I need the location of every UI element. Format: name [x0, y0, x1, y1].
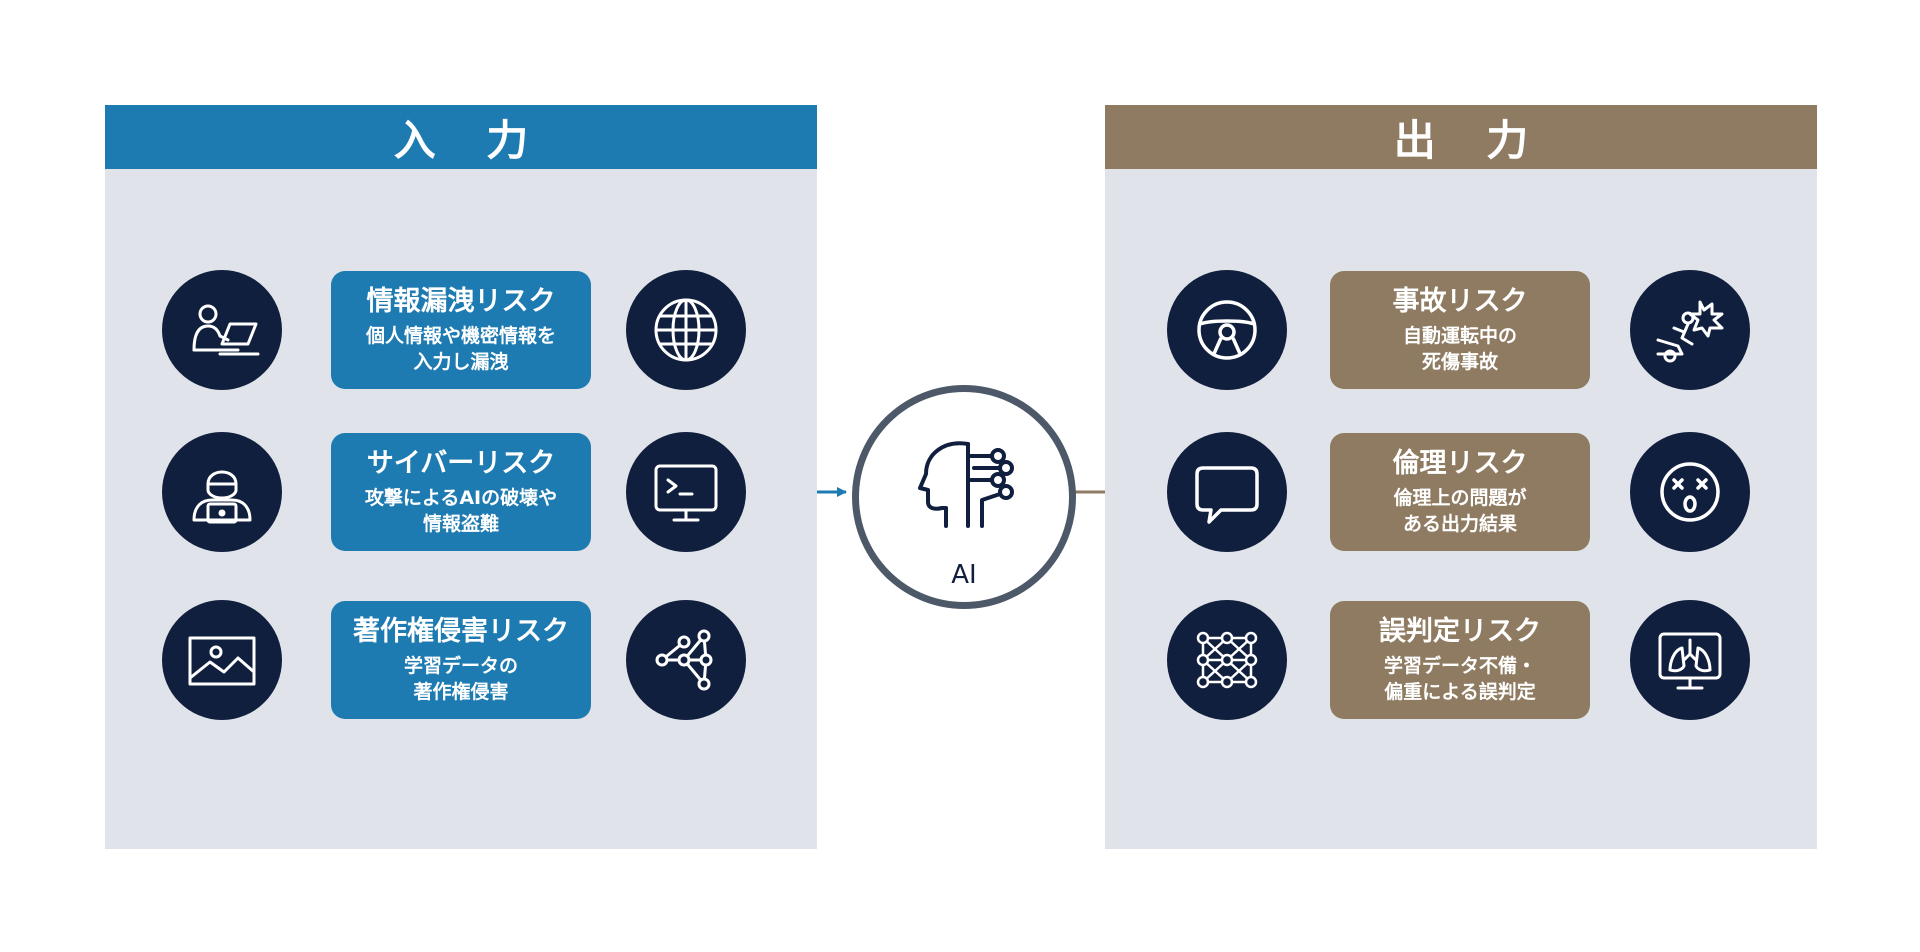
shocked-face-icon [1630, 432, 1750, 552]
ai-label: AI [951, 560, 977, 590]
risk-title: 事故リスク [1392, 286, 1528, 317]
output-panel-title: 出 力 [1105, 105, 1817, 169]
risk-description: 学習データの 著作権侵害 [403, 655, 518, 703]
risk-box-ethics: 倫理リスク 倫理上の問題が ある出力結果 [1330, 433, 1590, 551]
steering-wheel-icon [1167, 270, 1287, 390]
hacker-icon [162, 432, 282, 552]
risk-box-copyright: 著作権侵害リスク 学習データの 著作権侵害 [331, 601, 591, 719]
risk-title: 誤判定リスク [1379, 616, 1541, 647]
risk-box-cyber: サイバーリスク 攻撃によるAIの破壊や 情報盗難 [331, 433, 591, 551]
risk-description: 自動運転中の 死傷事故 [1402, 325, 1517, 373]
risk-title: 情報漏洩リスク [366, 286, 556, 317]
risk-title: 著作権侵害リスク [353, 616, 569, 647]
input-panel-title: 入 力 [105, 105, 817, 169]
network-icon [626, 600, 746, 720]
speech-bubble-icon [1167, 432, 1287, 552]
risk-box-misjudgment: 誤判定リスク 学習データ不備・ 偏重による誤判定 [1330, 601, 1590, 719]
risk-description: 倫理上の問題が ある出力結果 [1393, 487, 1527, 535]
ai-head-icon [918, 441, 1014, 528]
ai-hub: AI [852, 385, 1076, 609]
person-laptop-icon [162, 270, 282, 390]
image-icon [162, 600, 282, 720]
globe-icon [626, 270, 746, 390]
neural-network-icon [1167, 600, 1287, 720]
risk-description: 個人情報や機密情報を 入力し漏洩 [365, 325, 556, 373]
terminal-icon [626, 432, 746, 552]
risk-title: 倫理リスク [1392, 448, 1528, 479]
risk-box-accident: 事故リスク 自動運転中の 死傷事故 [1330, 271, 1590, 389]
risk-title: サイバーリスク [366, 448, 556, 479]
lung-xray-icon [1630, 600, 1750, 720]
car-crash-icon [1630, 270, 1750, 390]
risk-box-info-leak: 情報漏洩リスク 個人情報や機密情報を 入力し漏洩 [331, 271, 591, 389]
risk-description: 攻撃によるAIの破壊や 情報盗難 [364, 487, 558, 535]
risk-description: 学習データ不備・ 偏重による誤判定 [1383, 655, 1536, 703]
